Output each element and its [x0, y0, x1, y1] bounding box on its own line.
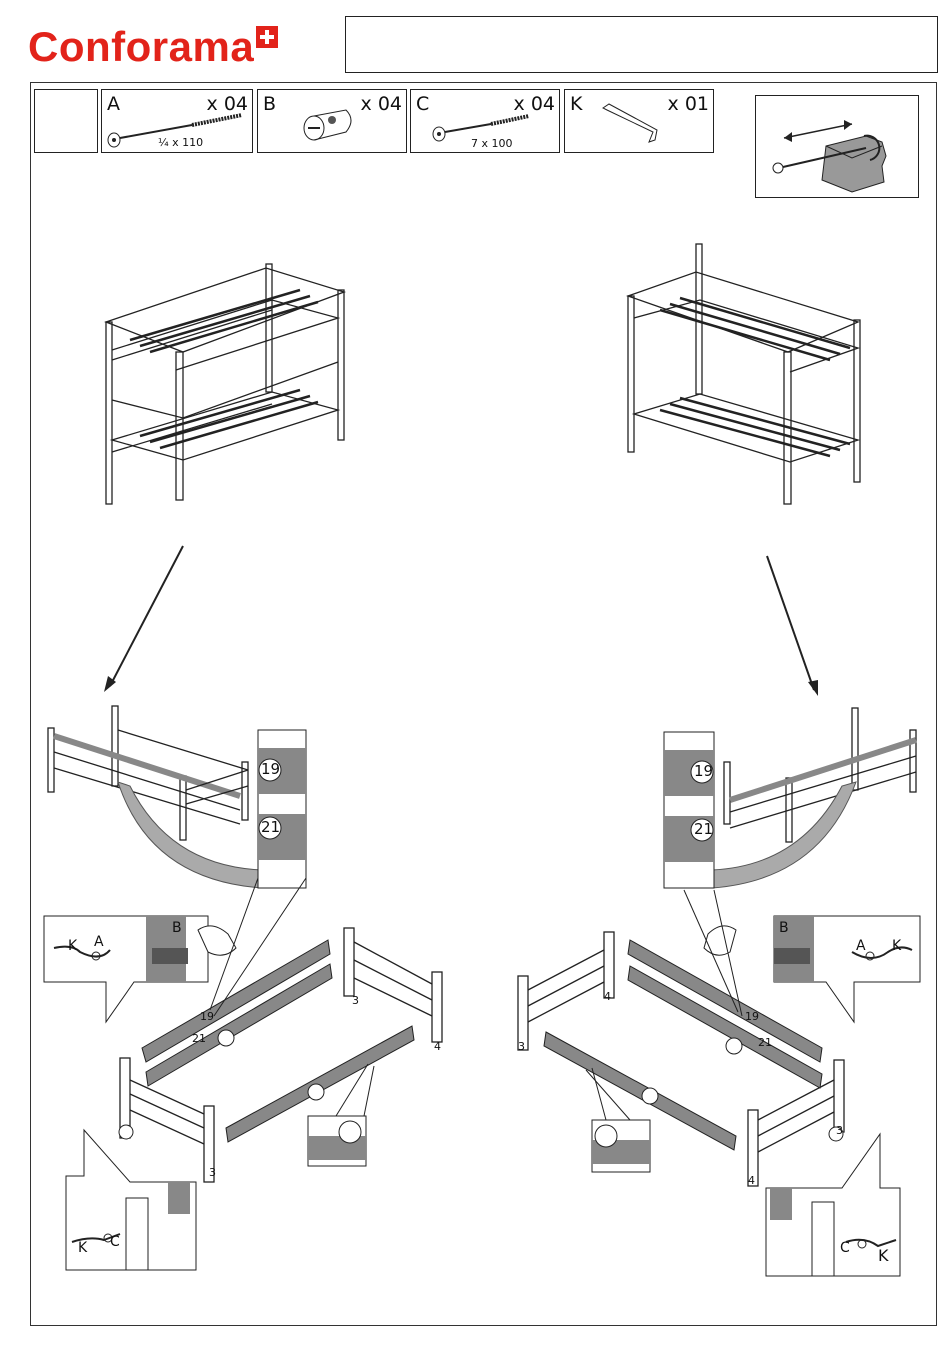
- wrench-label-k-left: K: [78, 1240, 87, 1256]
- post-label-3-left-front: 3: [209, 1166, 216, 1179]
- left-end-frame: [48, 706, 260, 880]
- post-label-4-left: 4: [434, 1040, 441, 1053]
- post-label-3-left-back: 3: [352, 994, 359, 1007]
- zoom-label-21-left: 21: [261, 818, 280, 836]
- bunk-bed-right-overview: [628, 244, 860, 504]
- bar-label-21-left: 21: [192, 1032, 206, 1045]
- bunk-bed-left-overview: [106, 264, 344, 504]
- wrench-label-k-right: K: [878, 1246, 889, 1265]
- post-label-4-right-front: 4: [748, 1174, 755, 1187]
- zoom-label-21-right: 21: [694, 820, 713, 838]
- bolt-label-c-right: C: [840, 1240, 850, 1256]
- tool-label-k-right: K: [892, 938, 901, 954]
- tool-label-a-right: A: [856, 938, 866, 954]
- tool-label-k-left: K: [68, 938, 77, 954]
- bar-label-19-right: 19: [745, 1010, 759, 1023]
- post-label-4-right-back: 4: [604, 990, 611, 1003]
- tool-label-a-left: A: [94, 934, 104, 950]
- post-label-3-right: 3: [518, 1040, 525, 1053]
- bar-label-21-right: 21: [758, 1036, 772, 1049]
- bolt-label-c-left: C: [110, 1234, 120, 1250]
- insert-label-b-left: B: [172, 920, 182, 936]
- post-label-3-right-front: 3: [836, 1124, 843, 1137]
- insert-label-b-right: B: [779, 920, 789, 936]
- bar-label-19-left: 19: [200, 1010, 214, 1023]
- zoom-label-19-left: 19: [261, 760, 280, 778]
- zoom-label-19-right: 19: [694, 762, 713, 780]
